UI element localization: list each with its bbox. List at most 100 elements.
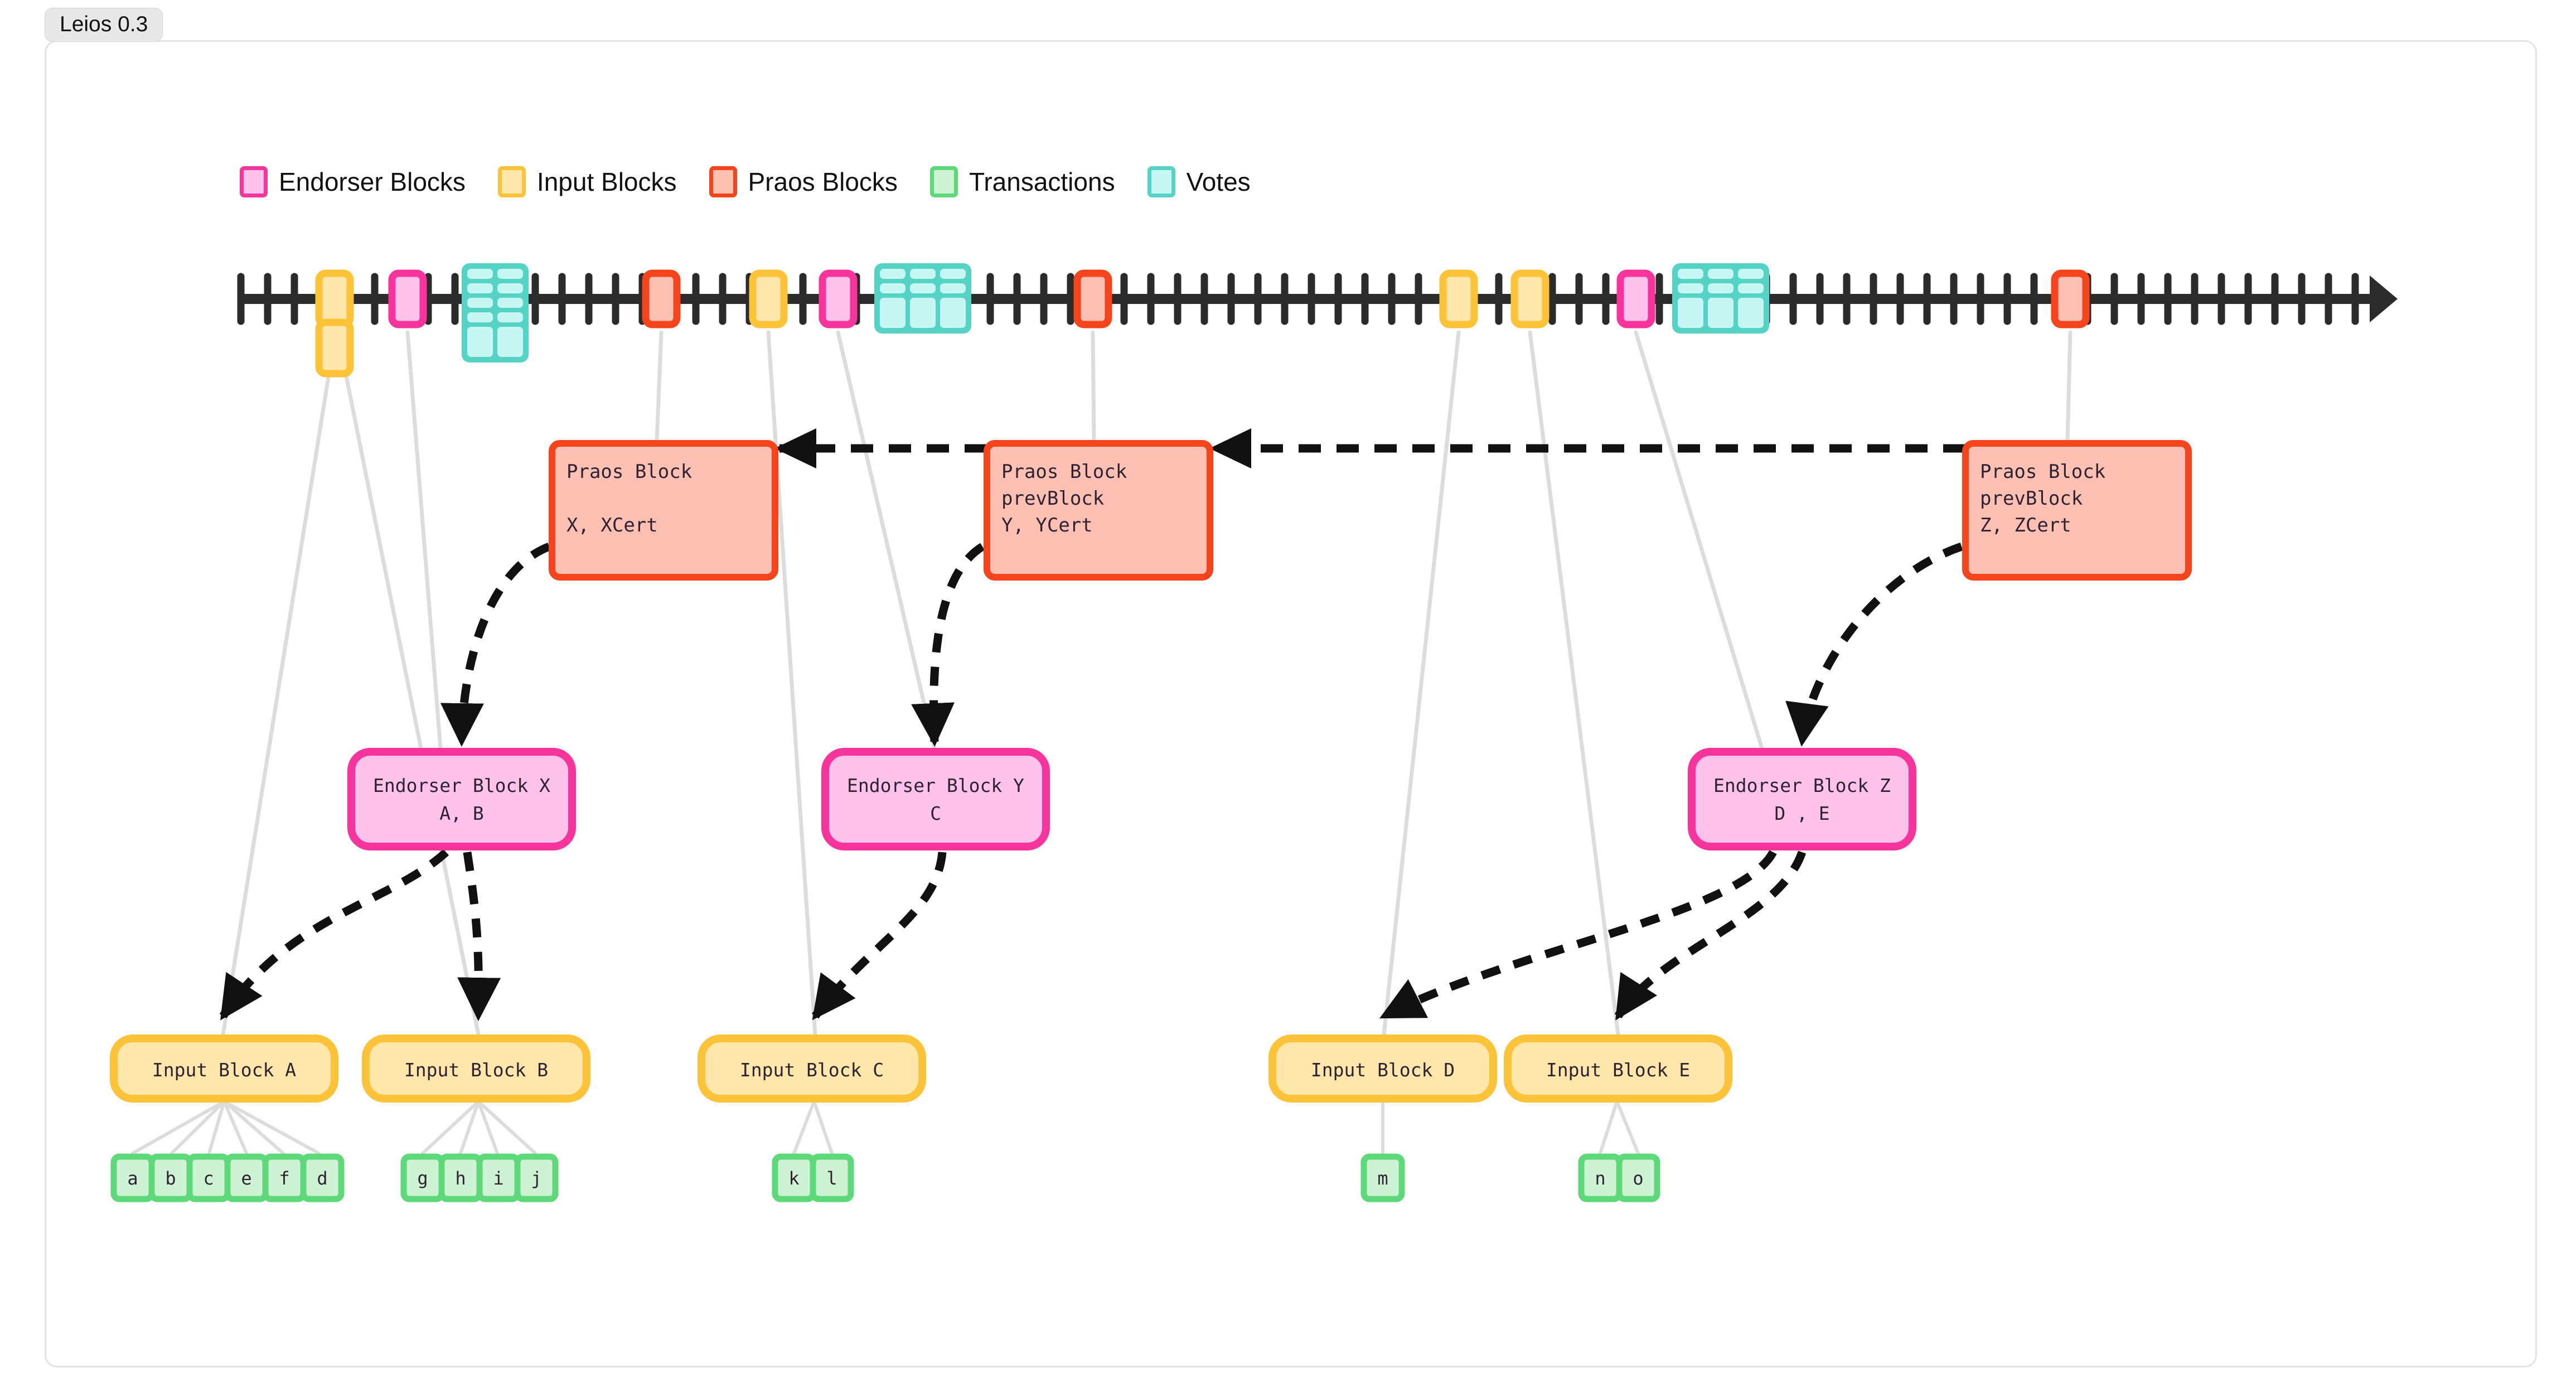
vote-cell [467,327,493,357]
transaction-i: i [493,1168,503,1189]
praos-block-Y-line-1: prevBlock [1001,487,1104,510]
transaction-k: k [788,1168,799,1189]
endorser-block-Z-contents: D , E [1774,803,1829,824]
legend-label-praos: Praos Blocks [748,167,898,196]
vote-cell [497,269,523,279]
input-block-card-B[interactable]: Input Block B [362,1035,590,1103]
legend-label-tx: Transactions [969,167,1115,196]
marker-chip-praos[interactable] [1073,269,1112,328]
transaction-c: c [203,1168,214,1189]
vote-cell [467,269,493,279]
marker-chip-input[interactable] [1510,269,1550,328]
timeline-marker-praos-12[interactable] [2051,269,2090,328]
fan-B-line [477,1100,537,1155]
tab-leios-version[interactable]: Leios 0.3 [45,8,163,42]
vote-cell [467,283,493,293]
timeline-marker-vote-6[interactable] [874,263,971,334]
input-block-D-label: Input Block D [1311,1059,1455,1081]
legend-swatch-endorser-icon [240,166,268,197]
marker-chip-input[interactable] [1439,269,1478,328]
legend-item-vote: Votes [1147,166,1251,197]
endorser-Z-to-input-E [1614,850,1807,1021]
marker-chip-endorser[interactable] [1616,269,1655,328]
marker-chip-endorser[interactable] [819,269,858,328]
timeline-marker-endorser-1[interactable] [388,269,427,328]
fan-B-line [459,1100,480,1155]
legend-item-tx: Transactions [929,166,1115,197]
fan-A-line [207,1100,226,1155]
vote-cell [1738,269,1764,279]
praos-block-Z-line-0: Praos Block [1980,461,2105,483]
input-block-card-A[interactable]: Input Block A [110,1035,338,1103]
fan-A-line [222,1100,248,1155]
transaction-group-D: m [1360,1153,1405,1202]
praos-Y-to-endorser-Y [911,543,985,747]
input-block-card-D[interactable]: Input Block D [1268,1035,1497,1103]
timeline-arrowhead-icon [2370,276,2398,322]
fan-C-line [792,1100,816,1155]
endorser-block-card-Y[interactable]: Endorser Block YC [821,748,1050,850]
fan-A-line [222,1100,285,1155]
endorser-X-to-input-B [457,851,501,1021]
input-block-A-label: Input Block A [152,1059,296,1081]
timeline-marker-endorser-5[interactable] [819,269,858,328]
conn-input-marker-3-to-E [1528,330,1620,1037]
transaction-o: o [1633,1168,1643,1189]
legend-label-vote: Votes [1186,167,1251,196]
timeline-marker-praos-3[interactable] [642,269,681,328]
conn-input-marker-2-to-D [1382,330,1461,1037]
legend-label-input: Input Blocks [536,167,677,196]
marker-chip-input[interactable] [315,269,354,328]
legend-item-input: Input Blocks [497,166,677,197]
vote-cell [1708,269,1734,279]
vote-cell [880,283,906,293]
marker-chip-input[interactable] [749,269,788,328]
conn-endorser-marker-1 [836,330,937,751]
timeline-marker-praos-7[interactable] [1073,269,1112,328]
vote-cell [1708,283,1734,293]
legend-swatch-input-icon [497,166,526,197]
vote-cell [1738,298,1764,328]
praos-block-Y-line-2: Y, YCert [1001,514,1093,536]
transaction-e: e [241,1168,251,1189]
timeline-marker-input-8[interactable] [1439,269,1478,328]
fan-A-line [170,1100,226,1155]
endorser-block-card-X[interactable]: Endorser Block XA, B [347,748,576,850]
fan-E-line [1615,1100,1640,1155]
timeline-marker-input-4[interactable] [749,269,788,328]
vote-cell [880,298,906,328]
input-block-card-E[interactable]: Input Block E [1504,1035,1732,1103]
transaction-b: b [165,1168,176,1189]
timeline-marker-input-9[interactable] [1510,269,1550,328]
endorser-block-X-title: Endorser Block X [373,775,550,796]
legend-swatch-vote-icon [1147,166,1175,197]
timeline-marker-vote-2[interactable] [462,263,529,362]
legend-item-praos: Praos Blocks [709,166,898,197]
marker-chip-input[interactable] [315,318,354,378]
conn-praos-marker-0 [655,330,664,443]
praos-Z-to-endorser-Z [1785,542,1963,747]
vote-cell [910,283,936,293]
marker-chip-praos[interactable] [642,269,681,328]
timeline-marker-endorser-10[interactable] [1616,269,1655,328]
vote-cell [1678,283,1703,293]
praos-block-Z-line-1: prevBlock [1980,487,2083,510]
endorser-block-Z-title: Endorser Block Z [1713,775,1891,796]
input-block-card-C[interactable]: Input Block C [698,1035,926,1103]
endorser-block-card-Z[interactable]: Endorser Block Z D , E [1688,748,1916,850]
fan-B-line [477,1100,499,1155]
marker-chip-endorser[interactable] [388,269,427,328]
transaction-l: l [826,1168,837,1189]
timeline-marker-vote-11[interactable] [1672,263,1769,334]
vote-cell [940,269,966,279]
marker-chip-praos[interactable] [2051,269,2090,328]
timeline-marker-input-0[interactable] [315,269,354,378]
